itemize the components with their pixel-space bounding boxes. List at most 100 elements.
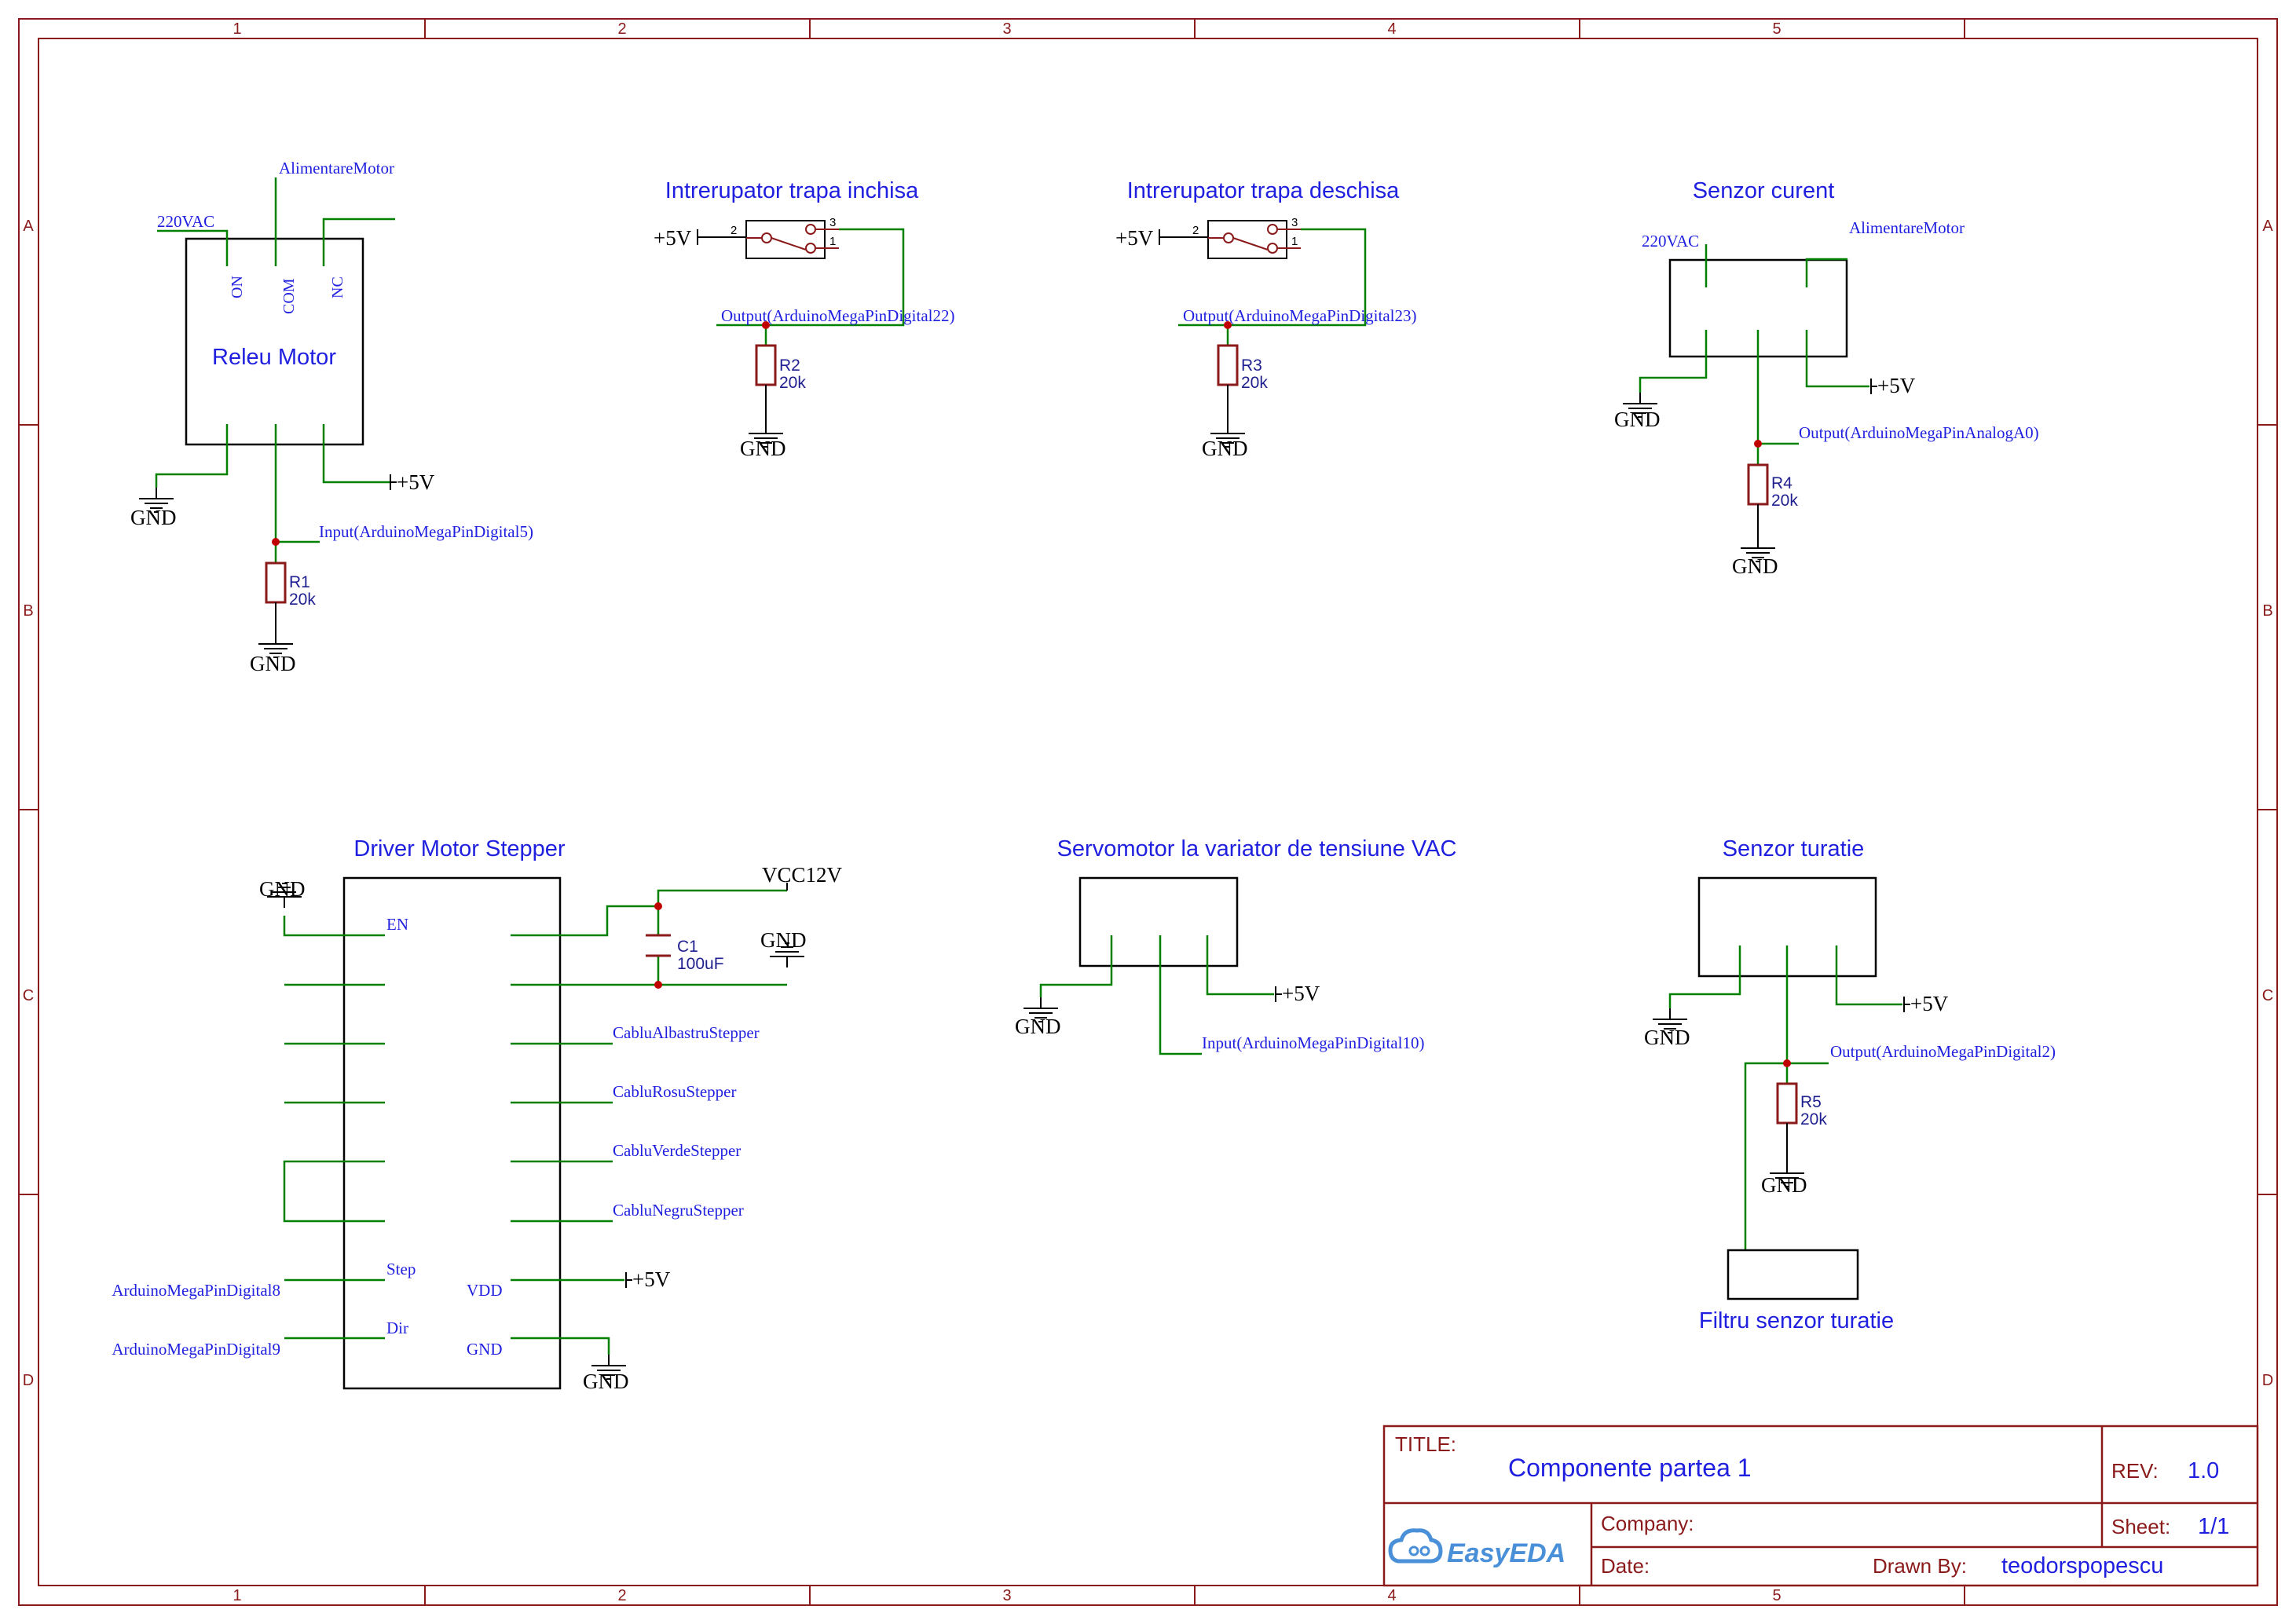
net-label-black-cable: CabluNegruStepper [613,1201,744,1220]
resistor-value: 20k [1771,492,1798,510]
net-label-input: Input(ArduinoMegaPinDigital10) [1202,1033,1424,1052]
switch-closed-title: Intrerupator trapa inchisa [665,178,919,203]
gnd-label: GND [740,437,786,460]
capacitor-ref: C1 [677,938,698,956]
resistor-ref: R1 [289,573,310,591]
title-block: TITLE: Componente partea 1 REV: 1.0 Comp… [1382,1425,2259,1587]
relay-pin-on: ON [229,276,246,298]
servo-title: Servomotor la variator de tensiune VAC [1057,836,1457,861]
gnd-label: GND [1202,437,1248,460]
col-label-top: 1 [233,20,241,38]
col-label-bottom: 5 [1772,1587,1781,1604]
relay-title: Releu Motor [212,345,336,370]
row-label-left: A [23,218,34,235]
net-label-alimentare: AlimentareMotor [1849,218,1965,237]
col-label-bottom: 4 [1387,1587,1396,1604]
relay-block: Releu Motor ON COM NC 220VAC AlimentareM… [130,159,533,675]
sheet-label: Sheet: [2111,1515,2170,1538]
resistor-value: 20k [1241,374,1268,392]
relay-pin-nc: NC [329,276,346,298]
filter-body [1727,1249,1859,1300]
net-label-alimentare: AlimentareMotor [279,159,394,177]
title-label: TITLE: [1395,1432,1456,1456]
row-label-right: B [2262,602,2272,620]
gnd-label: GND [130,506,177,529]
net-label-d8: ArduinoMegaPinDigital8 [112,1281,280,1300]
gnd-label: GND [760,928,807,952]
col-label-top: 3 [1002,20,1011,38]
gnd-label: GND [1614,408,1661,431]
frame-labels: 1 2 3 4 5 1 2 3 4 5 A B C D A B C D [23,20,2274,1604]
resistor-ref: R5 [1800,1093,1822,1111]
current-sensor-title: Senzor curent [1693,178,1835,203]
row-label-right: C [2262,987,2273,1004]
capacitor-value: 100uF [677,955,724,973]
cloud-icon [1388,1528,1443,1564]
stepper-pin-vdd: VDD [467,1281,503,1300]
power-label-5v: +5V [1910,992,1949,1015]
gnd-label: GND [1644,1026,1690,1049]
gnd-label: GND [1015,1015,1061,1038]
switch-open-title: Intrerupator trapa deschisa [1127,178,1400,203]
net-label-output: Output(ArduinoMegaPinAnalogA0) [1799,423,2039,442]
stepper-pin-dir: Dir [386,1319,408,1337]
switch-pin-3: 3 [1291,216,1298,229]
rpm-sensor-title: Senzor turatie [1723,836,1865,861]
easyeda-logo: EasyEDA [1388,1528,1565,1568]
resistor-value: 20k [1800,1110,1827,1128]
servo-block: Servomotor la variator de tensiune VAC G… [1015,836,1457,1055]
stepper-pin-en: EN [386,915,408,934]
drawn-by-value: teodorspopescu [2001,1553,2163,1578]
col-label-top: 5 [1772,20,1781,38]
frame [18,18,2278,1606]
gnd-label: GND [583,1370,629,1393]
col-label-top: 2 [617,20,626,38]
stepper-block: Driver Motor Stepper GND [112,836,842,1393]
col-label-bottom: 1 [233,1587,241,1604]
rev-value: 1.0 [2188,1458,2219,1483]
company-label: Company: [1601,1512,1694,1535]
power-label-5v: +5V [1877,374,1916,397]
date-label: Date: [1601,1554,1650,1578]
current-sensor-block: Senzor curent 220VAC AlimentareMotor GND… [1614,178,2039,578]
gnd-label: GND [250,652,296,675]
stepper-pin-step: Step [386,1260,416,1278]
stepper-title: Driver Motor Stepper [353,836,565,861]
sheet-value: 1/1 [2198,1514,2229,1539]
row-label-left: D [23,1372,34,1389]
filter-label: Filtru senzor turatie [1699,1308,1894,1333]
switch-pin-2: 2 [1192,224,1199,237]
net-label-red-cable: CabluRosuStepper [613,1082,737,1101]
rev-label: REV: [2111,1459,2159,1483]
relay-body [185,237,364,446]
net-label-d9: ArduinoMegaPinDigital9 [112,1340,280,1359]
switch-pin-1: 1 [1291,235,1298,248]
stepper-body [342,876,562,1390]
resistor-value: 20k [289,591,316,609]
power-label-5v: +5V [397,470,435,494]
resistor-ref: R2 [779,357,800,375]
net-label-220vac: 220VAC [157,212,214,231]
switch-pin-3: 3 [829,216,836,229]
power-label-vcc12v: VCC12V [762,863,843,887]
net-label-blue-cable: CabluAlbastruStepper [613,1023,760,1042]
power-label-5v: +5V [1282,982,1320,1005]
stepper-pin-gnd: GND [467,1340,503,1359]
row-label-left: C [23,987,34,1004]
power-label-5v: +5V [1115,226,1154,250]
resistor-ref: R3 [1241,357,1262,375]
relay-pin-com: COM [280,278,298,314]
gnd-label: GND [1761,1173,1807,1197]
switch-open-block: Intrerupator trapa deschisa +5V 2 3 1 Ou… [1115,178,1416,460]
row-label-right: D [2262,1372,2273,1389]
net-label-output: Output(ArduinoMegaPinDigital22) [721,306,954,325]
col-label-bottom: 2 [617,1587,626,1604]
net-label-green-cable: CabluVerdeStepper [613,1141,741,1160]
net-label-input: Input(ArduinoMegaPinDigital5) [319,522,533,541]
row-label-right: A [2262,218,2273,235]
power-label-5v: +5V [654,226,692,250]
resistor-ref: R4 [1771,474,1792,492]
net-label-output: Output(ArduinoMegaPinDigital2) [1830,1042,2056,1061]
power-label-5v: +5V [632,1267,671,1291]
